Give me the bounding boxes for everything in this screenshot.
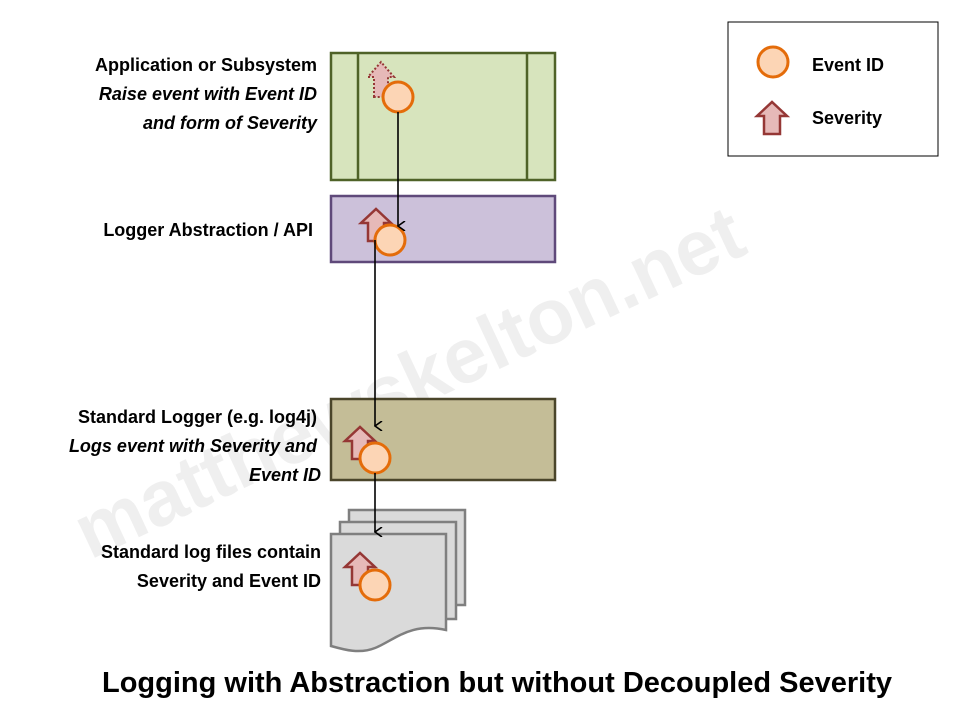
abstraction-layer: [329, 194, 557, 264]
application-desc-1: Raise event with Event ID: [99, 84, 317, 104]
standard-logger-desc-1: Logs event with Severity and: [69, 436, 318, 456]
event-id-icon: [358, 441, 392, 475]
abstraction-title: Logger Abstraction / API: [103, 220, 313, 240]
event-id-icon: [358, 568, 392, 602]
event-id-icon: [756, 45, 790, 79]
legend-event-id: Event ID: [812, 55, 884, 75]
application-title: Application or Subsystem: [95, 55, 317, 75]
standard-logger-title: Standard Logger (e.g. log4j): [78, 407, 317, 427]
legend: Event ID Severity: [727, 21, 939, 157]
log-files-desc-1: Standard log files contain: [101, 542, 321, 562]
application-desc-2: and form of Severity: [143, 113, 318, 133]
legend-severity: Severity: [812, 108, 882, 128]
log-files-stack: [329, 508, 467, 653]
log-files-desc-2: Severity and Event ID: [137, 571, 321, 591]
event-id-icon: [381, 80, 415, 114]
standard-logger-layer: [329, 397, 557, 482]
application-layer: [329, 51, 557, 182]
standard-logger-desc-2: Event ID: [249, 465, 321, 485]
page-title: Logging with Abstraction but without Dec…: [102, 667, 892, 699]
event-id-icon: [373, 223, 407, 257]
